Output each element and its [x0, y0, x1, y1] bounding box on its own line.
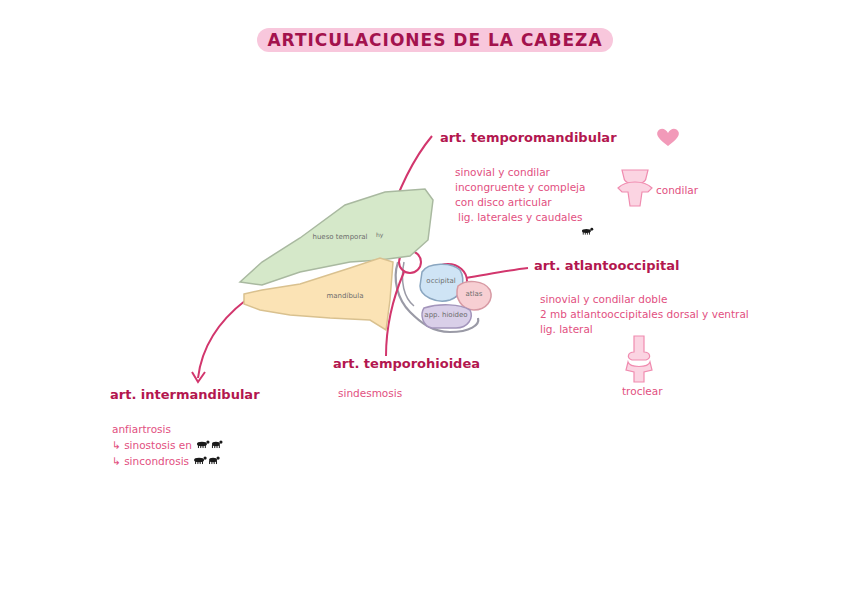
bone-name: hueso temporal [312, 234, 367, 242]
condylar-joint-icon [618, 170, 652, 206]
bone-shape [457, 281, 491, 310]
joint-note: incongruente y compleja [455, 181, 585, 193]
bone-name: app. hioideo [424, 312, 467, 320]
icon-label: condilar [656, 184, 698, 196]
animal-icons [194, 228, 593, 464]
page-title: ARTICULACIONES DE LA CABEZA [257, 28, 612, 52]
bone-shape [420, 264, 463, 301]
joint-heading: art. intermandibular [110, 388, 260, 403]
joint-note: lig. laterales y caudales [458, 211, 582, 223]
joint-note: sindesmosis [338, 387, 402, 399]
joint-heading: art. atlantooccipital [534, 259, 679, 274]
joint-note: sinovial y condilar doble [540, 293, 667, 305]
animal-silhouette [194, 456, 207, 464]
bone-name: mandíbula [326, 293, 363, 301]
bone-shape [240, 189, 433, 285]
trochlear-joint-icon [626, 336, 652, 382]
joint-note: anfiartrosis [112, 423, 171, 435]
bone-outline [242, 256, 394, 332]
animal-silhouette [212, 440, 223, 448]
joint-note: lig. lateral [540, 323, 593, 335]
bone-shape [244, 258, 393, 330]
bone-name: atlas [466, 291, 483, 299]
joint-note: sinovial y condilar [455, 166, 550, 178]
joint-note: 2 mb atlantooccipitales dorsal y ventral [540, 308, 749, 320]
bone-name: occipital [426, 278, 455, 286]
heart-icon [657, 129, 679, 146]
hyoid-outline [402, 262, 414, 306]
joint-heading: art. temporohioidea [333, 357, 480, 372]
icon-label: troclear [622, 385, 663, 397]
joint-circle [429, 264, 467, 298]
animal-silhouette [197, 440, 210, 448]
bone-region: mandíbula [242, 256, 394, 332]
bone-part: hy [376, 232, 383, 239]
joint-note: ↳ sincondrosis [112, 455, 189, 467]
bone-region: app. hioideo [420, 304, 472, 330]
joint-note: con disco articular [455, 196, 552, 208]
joint-note: ↳ sinostosis en [112, 439, 192, 451]
joint-heading: art. temporomandibular [440, 131, 617, 146]
animal-silhouette [209, 456, 220, 464]
arrow-head [192, 372, 205, 382]
leader-line [466, 268, 528, 278]
leader-line [198, 300, 246, 378]
bone-shape [422, 305, 471, 328]
animal-silhouette [582, 228, 593, 235]
